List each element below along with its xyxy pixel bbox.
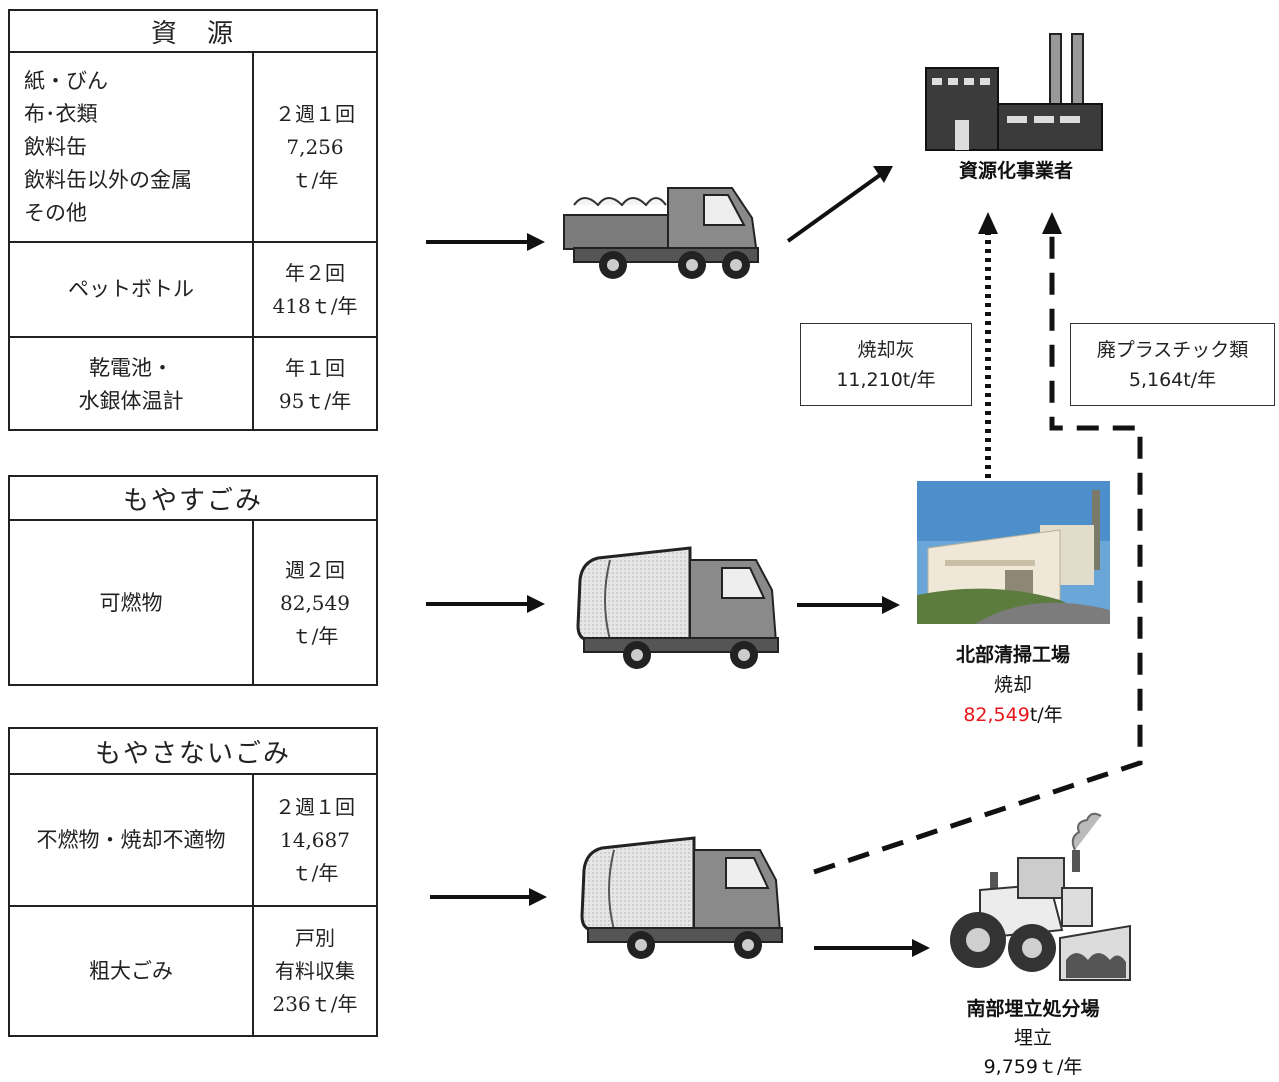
recycler-label: 資源化事業者 (916, 158, 1116, 185)
frequency-cell: 戸別 有料収集 236ｔ/年 (254, 907, 376, 1035)
plastic-flow-arrow (813, 212, 1143, 875)
item-name: 乾電池・ 水銀体温計 (10, 338, 254, 431)
frequency: 年２回 (285, 260, 345, 285)
ash-flow-arrow (978, 212, 998, 478)
ash-label-box: 焼却灰 11,210t/年 (800, 323, 972, 406)
landfill-label: 南部埋立処分場 埋立 9,759ｔ/年 (918, 995, 1148, 1082)
frequency: 年１回 (285, 355, 345, 380)
incinerator-unit: t/年 (1029, 704, 1063, 726)
dump-truck-icon (563, 187, 760, 279)
amount: 7,256 (286, 134, 344, 159)
list-item: 布･衣類 (24, 101, 98, 126)
frequency-cell: 年１回 95ｔ/年 (254, 338, 376, 431)
item-name: 不燃物・焼却不適物 (10, 775, 254, 905)
frequency-cell: ２週１回 7,256 ｔ/年 (254, 53, 376, 241)
recycler-name: 資源化事業者 (958, 160, 1073, 182)
landfill-amount: 9,759ｔ/年 (983, 1056, 1083, 1078)
arrow-nonburnable-to-truck (430, 888, 547, 906)
table-row: 乾電池・ 水銀体温計 年１回 95ｔ/年 (10, 336, 376, 431)
table-row: 粗大ごみ 戸別 有料収集 236ｔ/年 (10, 905, 376, 1035)
factory-icon (925, 33, 1103, 151)
item-name: ペットボトル (10, 243, 254, 336)
table-row: 不燃物・焼却不適物 ２週１回 14,687 ｔ/年 (10, 775, 376, 905)
bulldozer-icon (950, 812, 1131, 981)
amount: 236ｔ/年 (272, 991, 358, 1016)
unit: ｔ/年 (291, 167, 339, 192)
table-nonburnable: もやさないごみ 不燃物・焼却不適物 ２週１回 14,687 ｔ/年 粗大ごみ 戸… (8, 727, 378, 1037)
plastic-label-box: 廃プラスチック類 5,164t/年 (1070, 323, 1275, 406)
incinerator-photo (917, 481, 1110, 624)
table-row: 可燃物 週２回 82,549 ｔ/年 (10, 521, 376, 686)
resource-items: 紙・びん 布･衣類 飲料缶 飲料缶以外の金属 その他 (10, 53, 254, 241)
list-item: 飲料缶 (24, 134, 87, 159)
frequency: ２週１回 (275, 101, 355, 126)
amount: 82,549 (280, 591, 350, 615)
garbage-truck-icon (580, 836, 783, 959)
landfill-process: 埋立 (1013, 1027, 1052, 1049)
frequency: 有料収集 (275, 958, 355, 983)
amount: 14,687 (280, 827, 350, 852)
plastic-label: 廃プラスチック類 (1096, 338, 1249, 361)
table-burnable: もやすごみ 可燃物 週２回 82,549 ｔ/年 (8, 475, 378, 686)
frequency: 週２回 (285, 558, 345, 582)
table-title: もやさないごみ (10, 729, 376, 775)
garbage-truck-icon (576, 546, 779, 669)
table-row: ペットボトル 年２回 418ｔ/年 (10, 241, 376, 336)
frequency-cell: 週２回 82,549 ｔ/年 (254, 521, 376, 686)
landfill-name: 南部埋立処分場 (966, 998, 1100, 1020)
item-name-line: 水銀体温計 (78, 388, 184, 413)
table-title: もやすごみ (10, 477, 376, 521)
table-row: 紙・びん 布･衣類 飲料缶 飲料缶以外の金属 その他 ２週１回 7,256 ｔ/… (10, 53, 376, 241)
table-title: 資 源 (10, 11, 376, 53)
ash-label: 焼却灰 (857, 338, 915, 361)
incinerator-label: 北部清掃工場 焼却 82,549t/年 (913, 640, 1113, 730)
plastic-amount: 5,164t/年 (1128, 368, 1217, 391)
arrow-burnable-to-truck (426, 595, 545, 613)
unit: ｔ/年 (291, 860, 339, 885)
item-name-line: 乾電池・ (89, 355, 173, 380)
frequency-cell: 年２回 418ｔ/年 (254, 243, 376, 336)
frequency: ２週１回 (275, 794, 355, 819)
arrow-truck-to-incinerator (797, 596, 900, 614)
table-resources: 資 源 紙・びん 布･衣類 飲料缶 飲料缶以外の金属 その他 ２週１回 7,25… (8, 9, 378, 431)
ash-amount: 11,210t/年 (836, 368, 936, 391)
amount: 95ｔ/年 (278, 388, 352, 413)
incinerator-name: 北部清掃工場 (955, 644, 1070, 666)
amount: 418ｔ/年 (272, 293, 358, 318)
list-item: その他 (24, 200, 87, 225)
list-item: 紙・びん (24, 68, 108, 93)
item-name: 粗大ごみ (10, 907, 254, 1035)
list-item: 飲料缶以外の金属 (24, 167, 192, 192)
arrow-truck-to-landfill (814, 939, 930, 957)
incinerator-process: 焼却 (993, 674, 1032, 696)
unit: ｔ/年 (291, 624, 339, 648)
arrow-truck-to-recycler (786, 166, 893, 243)
frequency-cell: ２週１回 14,687 ｔ/年 (254, 775, 376, 905)
arrow-resources-to-truck (426, 233, 545, 251)
item-name: 可燃物 (10, 521, 254, 686)
incinerator-amount: 82,549 (963, 704, 1030, 726)
frequency: 戸別 (295, 925, 335, 950)
